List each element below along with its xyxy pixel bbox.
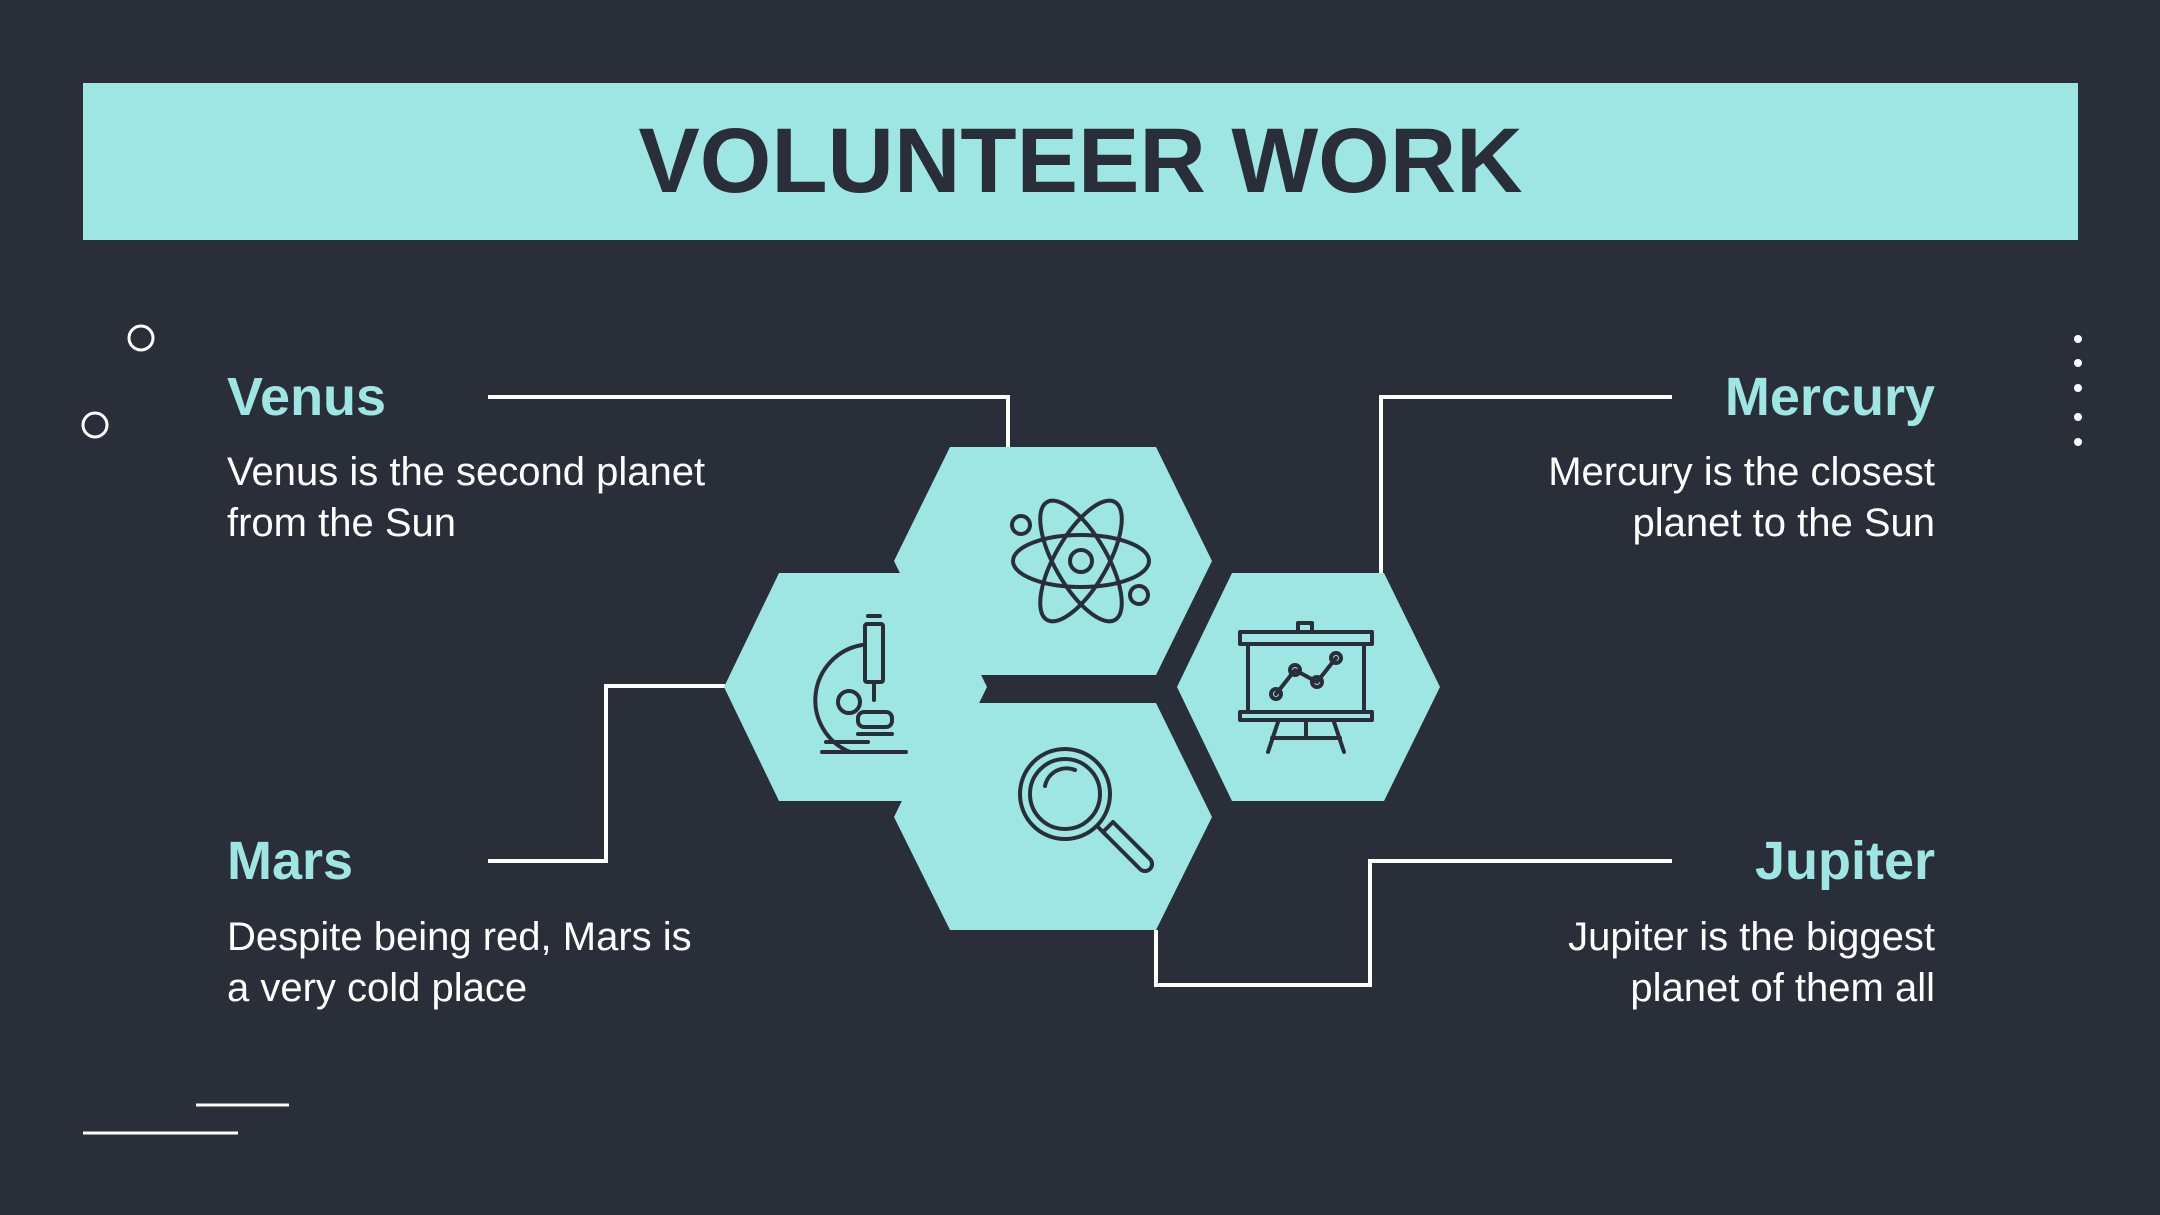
jupiter-description-line-2: planet of them all	[1630, 966, 1935, 1010]
presentation-board-icon	[1238, 621, 1374, 754]
venus-heading: Venus	[227, 367, 387, 427]
venus-connector	[488, 395, 1010, 447]
mercury-description: Mercury is the closest planet to the Sun	[1335, 447, 1935, 549]
title-banner: VOLUNTEER WORK	[83, 83, 2078, 240]
mercury-connector	[1379, 395, 1672, 573]
mars-description: Despite being red, Mars is a very cold p…	[227, 912, 827, 1014]
mars-description-line-2: a very cold place	[227, 966, 528, 1010]
atom-icon	[1010, 498, 1151, 624]
jupiter-heading: Jupiter	[1754, 831, 1935, 891]
mercury-description-line-1: Mercury is the closest	[1548, 450, 1935, 494]
jupiter-connector	[1154, 859, 1672, 987]
magnifying-glass-icon	[1018, 747, 1155, 874]
venus-description: Venus is the second planet from the Sun	[227, 447, 827, 549]
decorative-dots	[2074, 335, 2082, 446]
mars-connector	[488, 684, 725, 863]
decorative-lines	[83, 1103, 289, 1135]
connector-lines	[488, 395, 1672, 987]
decorative-circle-top	[127, 324, 155, 352]
decorative-circle-bottom	[81, 411, 109, 439]
hexagon-left	[724, 573, 987, 801]
jupiter-description-line-1: Jupiter is the biggest	[1568, 915, 1935, 959]
mercury-heading: Mercury	[1724, 367, 1935, 427]
mars-description-line-1: Despite being red, Mars is	[227, 915, 692, 959]
mercury-description-line-2: planet to the Sun	[1632, 501, 1935, 545]
mars-heading: Mars	[227, 831, 354, 891]
hexagon-bottom	[894, 703, 1212, 930]
microscope-icon	[813, 614, 908, 754]
jupiter-description: Jupiter is the biggest planet of them al…	[1335, 912, 1935, 1014]
venus-description-line-2: from the Sun	[227, 501, 457, 545]
venus-description-line-1: Venus is the second planet	[227, 450, 706, 494]
hexagon-cluster	[724, 447, 1440, 930]
page-title: VOLUNTEER WORK	[638, 110, 1523, 212]
